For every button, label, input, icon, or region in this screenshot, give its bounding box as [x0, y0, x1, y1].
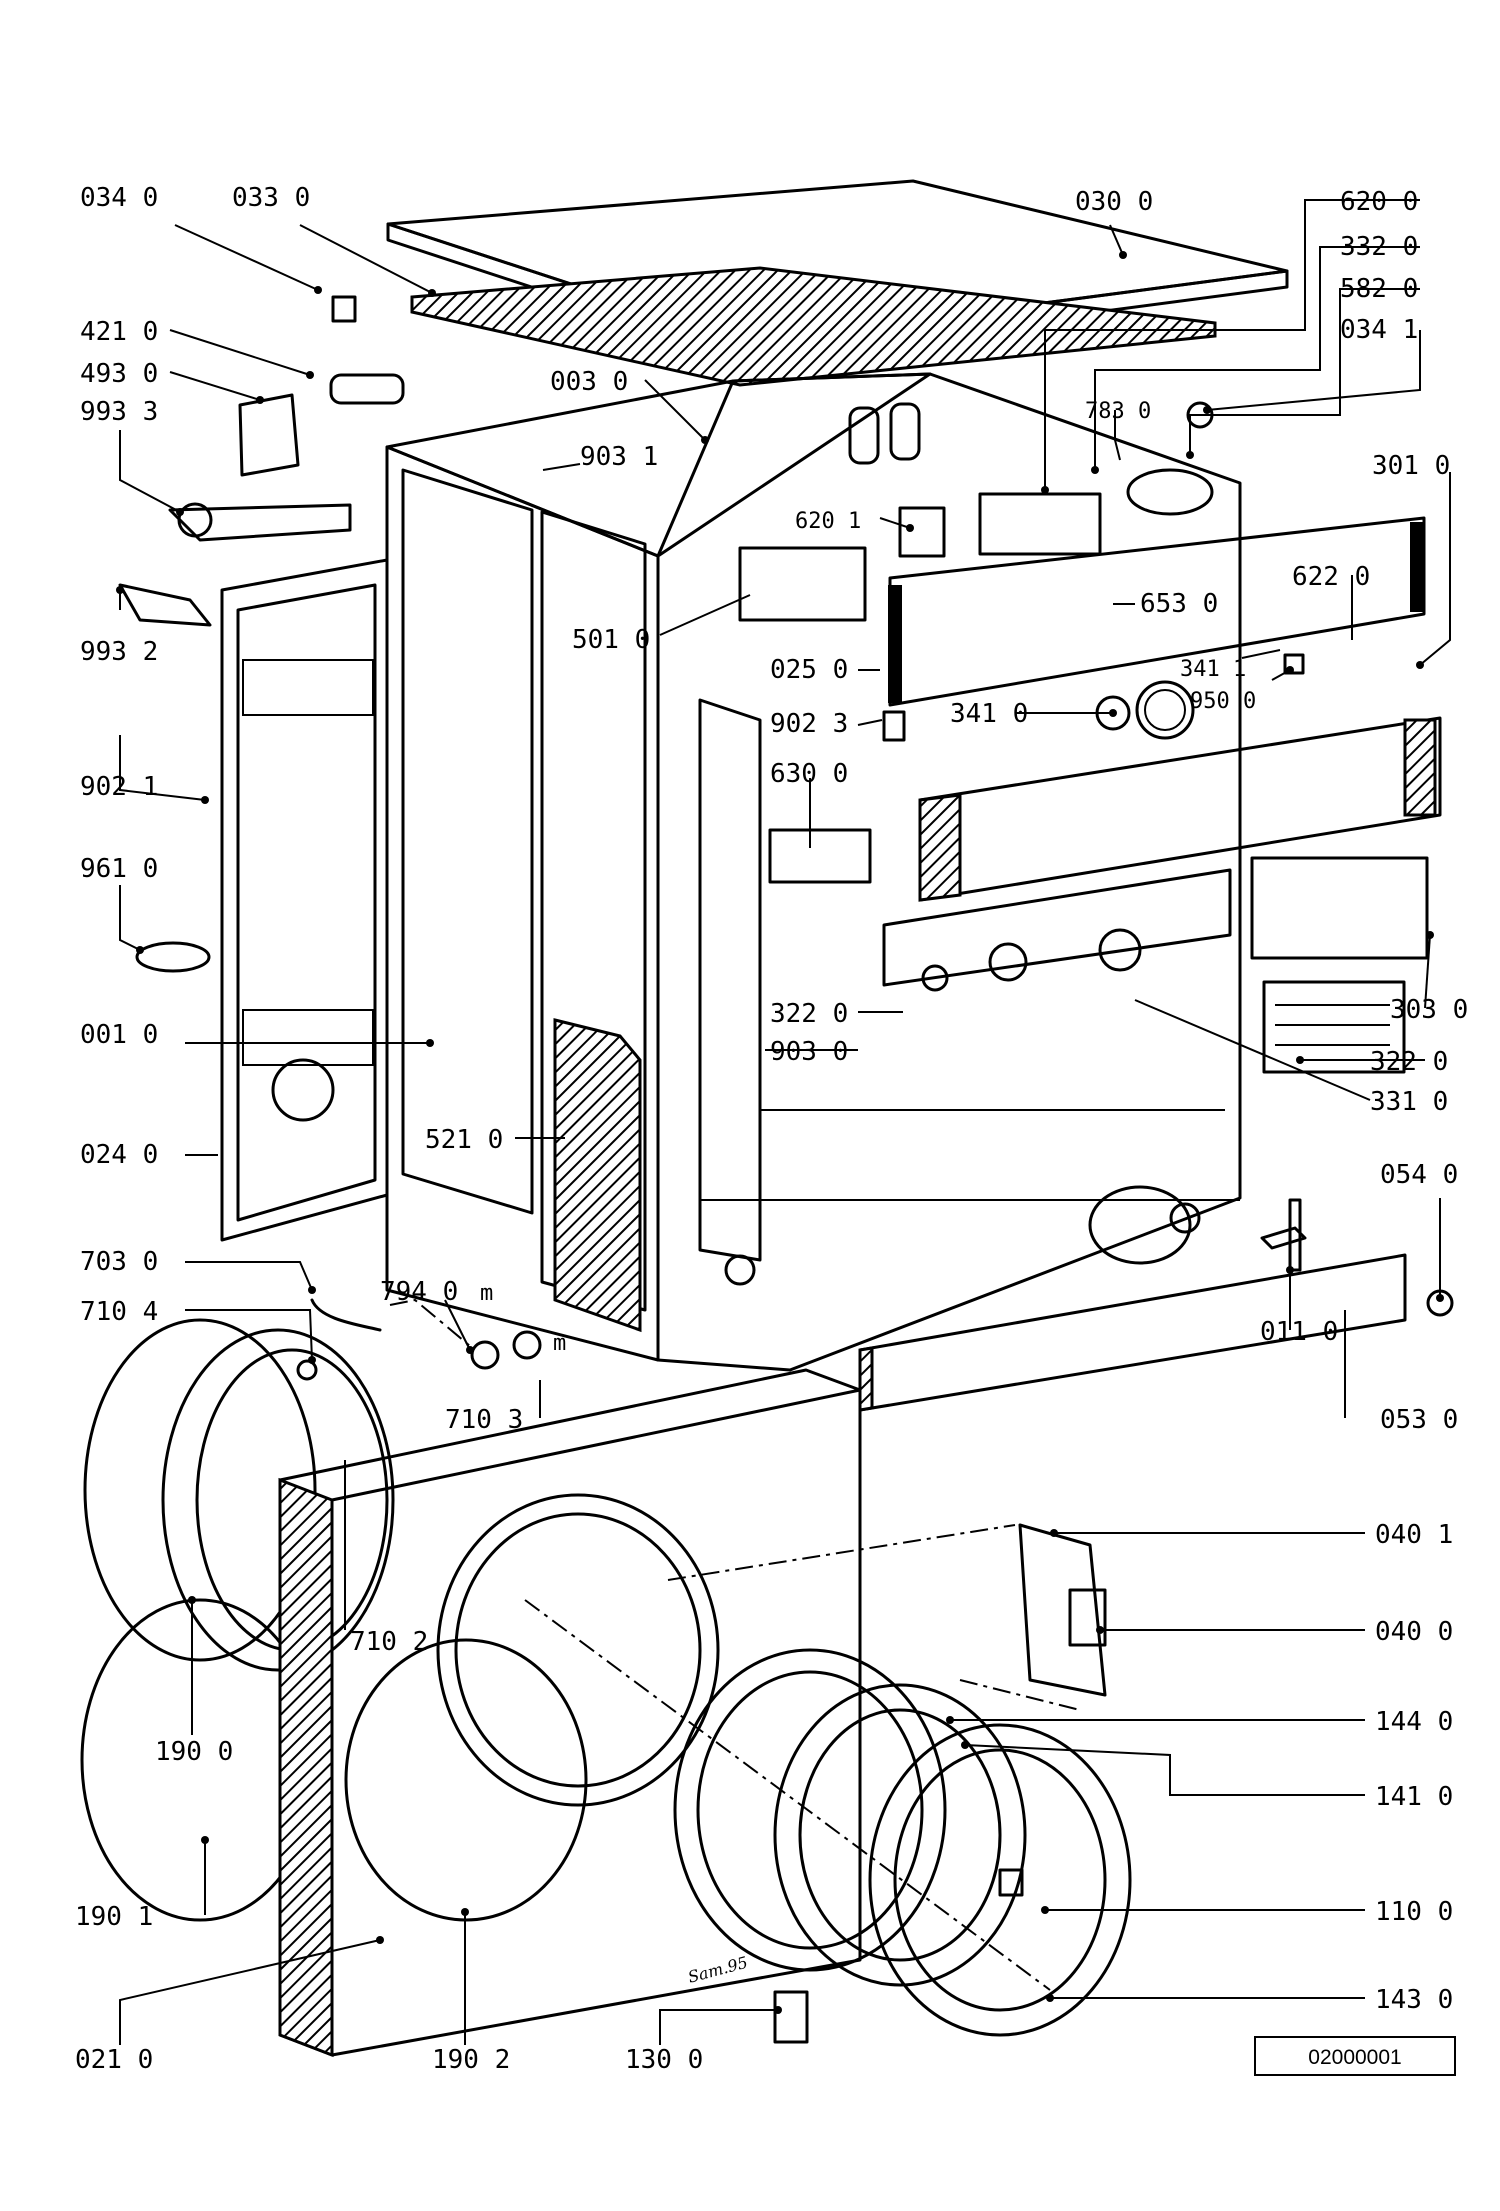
- label-521-0: 521 0: [425, 1125, 503, 1155]
- label-493-0: 493 0: [80, 359, 158, 389]
- label-040-1: 040 1: [1375, 1520, 1453, 1550]
- label-902-3: 902 3: [770, 709, 848, 739]
- label-902-1: 902 1: [80, 772, 158, 802]
- label-301-0: 301 0: [1372, 451, 1450, 481]
- label-794-0: 794 0: [380, 1277, 458, 1307]
- label-950-0: 950 0: [1190, 689, 1256, 714]
- small-parts-group: [118, 295, 1454, 2044]
- leader-lines: [119, 199, 1451, 2045]
- label-783-0: 783 0: [1085, 399, 1151, 424]
- label-710-4: 710 4: [80, 1297, 158, 1327]
- label-033-0: 033 0: [232, 183, 310, 213]
- label-653-0: 653 0: [1140, 589, 1218, 619]
- label-030-0: 030 0: [1075, 187, 1153, 217]
- label-582-0: 582 0: [1340, 274, 1418, 304]
- label-024-0: 024 0: [80, 1140, 158, 1170]
- label-620-1: 620 1: [795, 509, 861, 534]
- label-141-0: 141 0: [1375, 1782, 1453, 1812]
- label-303-0: 303 0: [1390, 995, 1468, 1025]
- label-001-0: 001 0: [80, 1020, 158, 1050]
- top-lid-part: [386, 179, 1289, 387]
- label-003-0: 003 0: [550, 367, 628, 397]
- label-011-0: 011 0: [1260, 1317, 1338, 1347]
- label-331-0: 331 0: [1370, 1087, 1448, 1117]
- label-710-3-m: m: [553, 1331, 566, 1356]
- label-025-0: 025 0: [770, 655, 848, 685]
- label-130-0: 130 0: [625, 2045, 703, 2075]
- door-rings-part: [673, 1523, 1132, 2037]
- label-144-0: 144 0: [1375, 1707, 1453, 1737]
- front-panel-part: [278, 1368, 862, 2058]
- label-322-0-b: 322 0: [1370, 1047, 1448, 1077]
- control-panel-part: [738, 401, 1442, 1074]
- label-040-0: 040 0: [1375, 1617, 1453, 1647]
- leader-dots: [116, 251, 1444, 2014]
- label-961-0: 961 0: [80, 854, 158, 884]
- side-panel-part: [220, 558, 389, 1242]
- label-021-0: 021 0: [75, 2045, 153, 2075]
- label-903-0: 903 0: [770, 1037, 848, 1067]
- diagram-code-text: 02000001: [1308, 2046, 1401, 2069]
- label-054-0: 054 0: [1380, 1160, 1458, 1190]
- label-421-0: 421 0: [80, 317, 158, 347]
- diagram-code-box: 02000001: [1254, 2036, 1456, 2076]
- label-034-1: 034 1: [1340, 315, 1418, 345]
- label-710-2: 710 2: [350, 1627, 428, 1657]
- label-190-0: 190 0: [155, 1737, 233, 1767]
- label-332-0: 332 0: [1340, 232, 1418, 262]
- label-903-1: 903 1: [580, 442, 658, 472]
- label-622-0: 622 0: [1292, 562, 1370, 592]
- label-110-0: 110 0: [1375, 1897, 1453, 1927]
- label-703-0: 703 0: [80, 1247, 158, 1277]
- label-630-0: 630 0: [770, 759, 848, 789]
- label-341-0: 341 0: [950, 699, 1028, 729]
- label-190-1: 190 1: [75, 1902, 153, 1932]
- label-034-0: 034 0: [80, 183, 158, 213]
- label-053-0: 053 0: [1380, 1405, 1458, 1435]
- label-993-3: 993 3: [80, 397, 158, 427]
- label-322-0-a: 322 0: [770, 999, 848, 1029]
- label-143-0: 143 0: [1375, 1985, 1453, 2015]
- part-labels: 034 0 033 0 030 0 620 0 332 0 582 0 034 …: [75, 183, 1468, 2075]
- label-341-1: 341 1: [1180, 657, 1246, 682]
- label-190-2: 190 2: [432, 2045, 510, 2075]
- label-501-0: 501 0: [572, 625, 650, 655]
- label-993-2: 993 2: [80, 637, 158, 667]
- label-794-0-m: m: [480, 1281, 493, 1306]
- label-620-0: 620 0: [1340, 187, 1418, 217]
- plinth-part: [858, 1253, 1407, 1412]
- label-710-3: 710 3: [445, 1405, 523, 1435]
